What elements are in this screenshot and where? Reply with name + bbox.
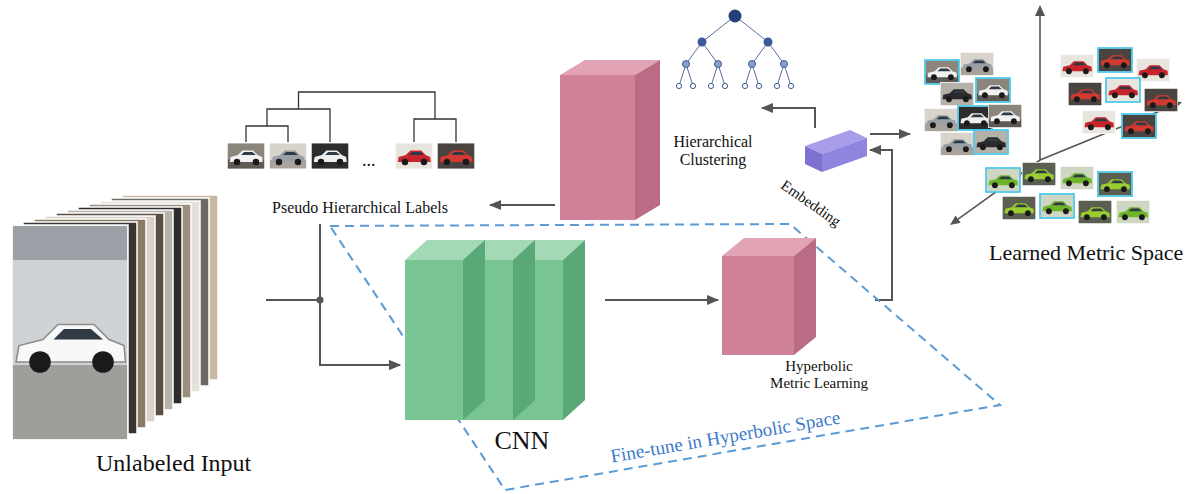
axis-arrows bbox=[950, 5, 1182, 225]
finetune-region: Fine-tune in Hyperbolic Space CNN Hyperbol… bbox=[310, 195, 1005, 493]
dashed-region bbox=[330, 224, 1000, 490]
tree-leaves bbox=[676, 83, 793, 88]
embedded-thumbnails bbox=[924, 48, 1178, 224]
tree-icon bbox=[676, 10, 793, 89]
pseudo-labels-node: Pseudo Hierarchical Labels bbox=[215, 84, 490, 224]
metric-space-node: Learned Metric Space bbox=[910, 2, 1187, 274]
flow-arrow bbox=[490, 204, 555, 206]
node-shape bbox=[910, 2, 1187, 274]
clustering-slab bbox=[560, 60, 660, 220]
embedding-node: Embedding bbox=[775, 128, 870, 236]
input-node: Unlabeled Input bbox=[8, 190, 266, 490]
embedding-label: Embedding bbox=[777, 176, 844, 230]
metric-learning-slab bbox=[722, 238, 816, 355]
metric-learning-label: Hyperbolic Metric Learning bbox=[766, 358, 872, 393]
node-shape bbox=[8, 190, 266, 490]
embedding-slab bbox=[805, 130, 867, 172]
flow-arrow bbox=[870, 133, 910, 135]
pseudo-labels-label: Pseudo Hierarchical Labels bbox=[272, 199, 448, 217]
front-image bbox=[12, 225, 128, 440]
tree-inner-nodes bbox=[698, 38, 773, 47]
pseudo-thumbnails bbox=[227, 143, 475, 170]
flow-arrow bbox=[266, 300, 400, 365]
cnn-node: CNN bbox=[400, 230, 605, 465]
cnn-layers bbox=[405, 240, 585, 420]
metric-space-label: Learned Metric Space bbox=[989, 240, 1183, 265]
metric-learning-node: Hyperbolic Metric Learning bbox=[718, 236, 875, 401]
input-label: Unlabeled Input bbox=[96, 450, 251, 478]
clustering-node: Hierarchical Clustering bbox=[555, 55, 762, 225]
cnn-label: CNN bbox=[495, 426, 550, 456]
flow-arrow bbox=[870, 150, 892, 300]
flow-arrow bbox=[762, 108, 815, 128]
axes bbox=[958, 15, 1173, 219]
region-label: Fine-tune in Hyperbolic Space bbox=[608, 406, 841, 467]
tree-mid-nodes bbox=[683, 61, 788, 68]
ellipsis-mark: ... bbox=[362, 150, 376, 171]
flow-arrow bbox=[605, 299, 718, 301]
clustering-label: Hierarchical Clustering bbox=[668, 133, 758, 170]
flow-arrow bbox=[320, 224, 400, 365]
tree-root bbox=[729, 10, 742, 23]
dendrogram bbox=[246, 92, 456, 142]
tree-branches bbox=[679, 16, 791, 86]
